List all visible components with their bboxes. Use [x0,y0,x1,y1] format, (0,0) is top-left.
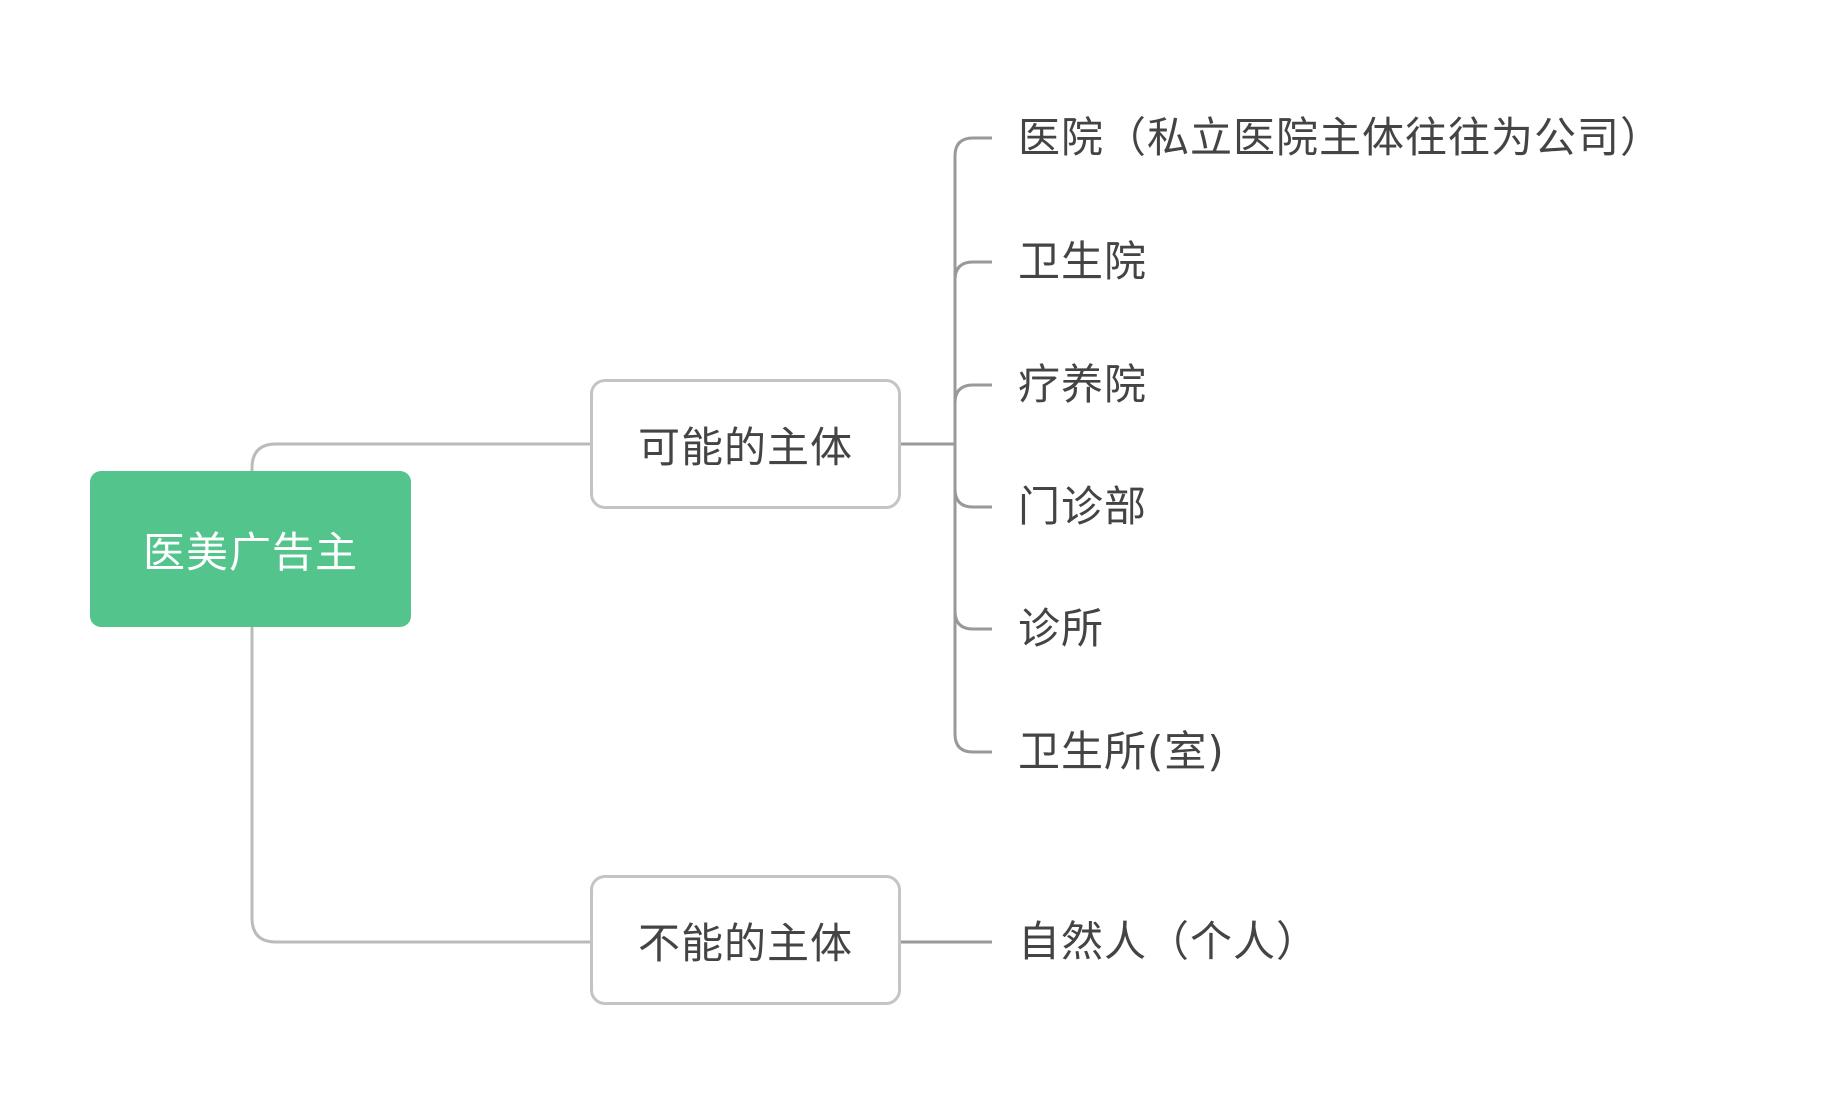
branch-node-impossible-subjects[interactable]: 不能的主体 [590,875,901,1005]
branch-node-label: 不能的主体 [637,918,853,968]
leaf-node-sanatorium[interactable]: 疗养院 [1018,360,1148,409]
connector-root-to-impossible [250,627,590,944]
leaf-node-clinic[interactable]: 诊所 [1018,604,1105,653]
root-node-label: 医美广告主 [142,527,358,577]
connector-leaf-4 [953,488,992,509]
leaf-node-health-center[interactable]: 卫生院 [1018,237,1148,286]
branch-node-possible-subjects[interactable]: 可能的主体 [590,379,901,509]
connector-leaf-2 [953,260,992,281]
leaf-node-health-station[interactable]: 卫生所(室) [1018,727,1225,776]
leaf-node-natural-person[interactable]: 自然人（个人） [1018,917,1320,966]
leaf-node-outpatient-department[interactable]: 门诊部 [1018,482,1148,531]
branch-node-label: 可能的主体 [637,422,853,472]
root-node[interactable]: 医美广告主 [90,471,411,627]
connector-leaf-5 [953,610,992,631]
connector-possible-bracket [953,136,992,754]
connector-leaf-3 [953,383,992,404]
leaf-node-hospital[interactable]: 医院（私立医院主体往往为公司） [1018,113,1664,162]
connector-root-to-possible [250,442,590,471]
